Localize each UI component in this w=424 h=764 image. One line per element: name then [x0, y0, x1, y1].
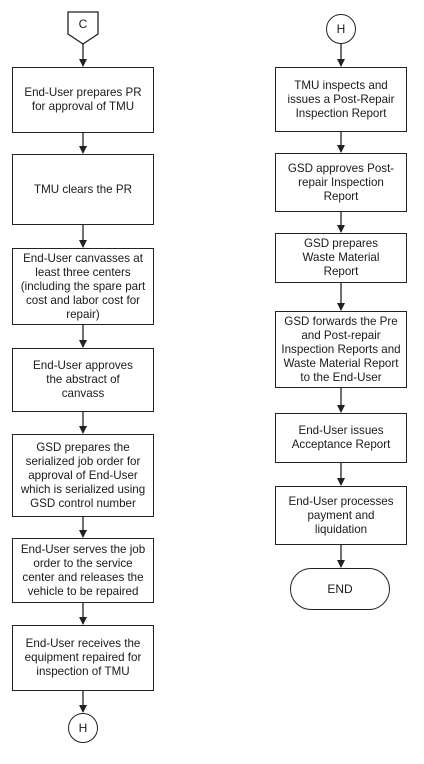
- step-label: TMU inspects and issues a Post-Repair In…: [287, 78, 395, 120]
- step-label: End-User serves the job order to the ser…: [20, 542, 146, 598]
- step-label: GSD prepares Waste Material Report: [302, 237, 380, 278]
- step-end-user-serves-job-order: End-User serves the job order to the ser…: [12, 538, 154, 603]
- step-label: GSD forwards the Pre and Post-repair Ins…: [281, 314, 401, 384]
- connector-h-bottom: H: [68, 713, 98, 743]
- step-gsd-forwards-reports: GSD forwards the Pre and Post-repair Ins…: [275, 311, 407, 388]
- connector-h-top: H: [326, 14, 356, 44]
- step-label: End-User issues Acceptance Report: [291, 424, 391, 451]
- step-end-user-prepares-pr: End-User prepares PR for approval of TMU: [12, 67, 154, 133]
- connector-c-label: C: [78, 17, 88, 31]
- step-end-user-approves-abstract: End-User approves the abstract of canvas…: [12, 348, 154, 412]
- step-label: End-User approves the abstract of canvas…: [33, 359, 133, 400]
- step-end-user-receives-equipment: End-User receives the equipment repaired…: [12, 625, 154, 691]
- step-gsd-approves-post-repair: GSD approves Post-repair Inspection Repo…: [275, 153, 407, 212]
- step-gsd-prepares-job-order: GSD prepares the serialized job order fo…: [12, 434, 154, 517]
- step-end-user-issues-acceptance: End-User issues Acceptance Report: [275, 413, 407, 463]
- step-label: TMU clears the PR: [34, 182, 132, 196]
- step-gsd-prepares-waste-report: GSD prepares Waste Material Report: [275, 233, 407, 283]
- step-label: GSD prepares the serialized job order fo…: [20, 440, 146, 510]
- step-label: End-User processes payment and liquidati…: [288, 494, 394, 536]
- offpage-connector-shape: [67, 11, 99, 45]
- step-label: End-User prepares PR for approval of TMU: [24, 86, 142, 113]
- step-tmu-inspects: TMU inspects and issues a Post-Repair In…: [275, 67, 407, 132]
- step-label: GSD approves Post-repair Inspection Repo…: [287, 161, 395, 203]
- step-label: End-User receives the equipment repaired…: [24, 637, 142, 678]
- step-label: End-User canvasses at least three center…: [20, 251, 146, 321]
- step-tmu-clears-pr: TMU clears the PR: [12, 154, 154, 225]
- step-end-user-processes-payment: End-User processes payment and liquidati…: [275, 486, 407, 545]
- step-end-user-canvasses: End-User canvasses at least three center…: [12, 248, 154, 325]
- end-terminal: END: [290, 568, 390, 610]
